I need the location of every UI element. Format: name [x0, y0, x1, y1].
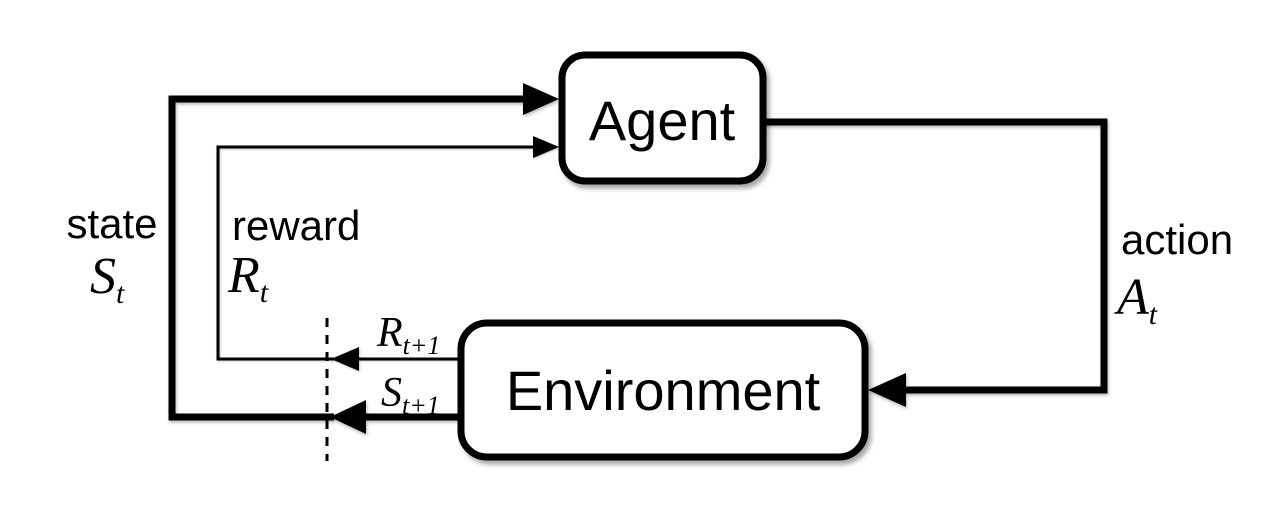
state-into-agent-arrowhead-icon — [523, 83, 559, 115]
action-symbol-subscript: t — [1149, 298, 1158, 331]
action-word-label: action — [1121, 216, 1233, 263]
next-state-symbol: S — [381, 370, 402, 416]
action-flow-arrow — [763, 118, 1108, 407]
reward-symbol: R — [227, 247, 260, 304]
state-word-label: state — [66, 200, 157, 247]
action-loop-line — [763, 118, 1108, 394]
agent-node: Agent — [558, 51, 767, 185]
next-state-subscript: t+1 — [402, 391, 440, 420]
next-state-symbol-label: St+1 — [381, 370, 440, 420]
state-flow-arrows — [168, 83, 559, 434]
state-symbol-label: St — [90, 248, 125, 310]
next-reward-symbol: R — [376, 310, 403, 356]
agent-box — [558, 51, 767, 185]
next-reward-symbol-label: Rt+1 — [376, 310, 440, 360]
reward-symbol-label: Rt — [227, 247, 269, 309]
next-reward-subscript: t+1 — [403, 331, 441, 360]
reward-symbol-subscript: t — [260, 276, 269, 309]
environment-label: Environment — [506, 359, 821, 422]
state-loop-line — [168, 95, 527, 421]
state-symbol-subscript: t — [116, 277, 125, 310]
action-symbol: A — [1114, 269, 1149, 326]
environment-node: Environment — [457, 319, 869, 461]
reward-flow-arrows — [216, 136, 559, 371]
action-symbol-label: At — [1114, 269, 1158, 331]
reward-word-label: reward — [232, 202, 360, 249]
reward-into-agent-arrowhead-icon — [533, 136, 559, 158]
environment-box — [457, 319, 869, 461]
action-into-environment-arrowhead-icon — [868, 373, 906, 407]
next-state-arrowhead-icon — [330, 400, 366, 434]
reward-loop-line — [216, 145, 536, 361]
agent-label: Agent — [589, 89, 736, 152]
next-reward-arrowhead-icon — [331, 347, 359, 371]
state-symbol: S — [90, 248, 116, 305]
